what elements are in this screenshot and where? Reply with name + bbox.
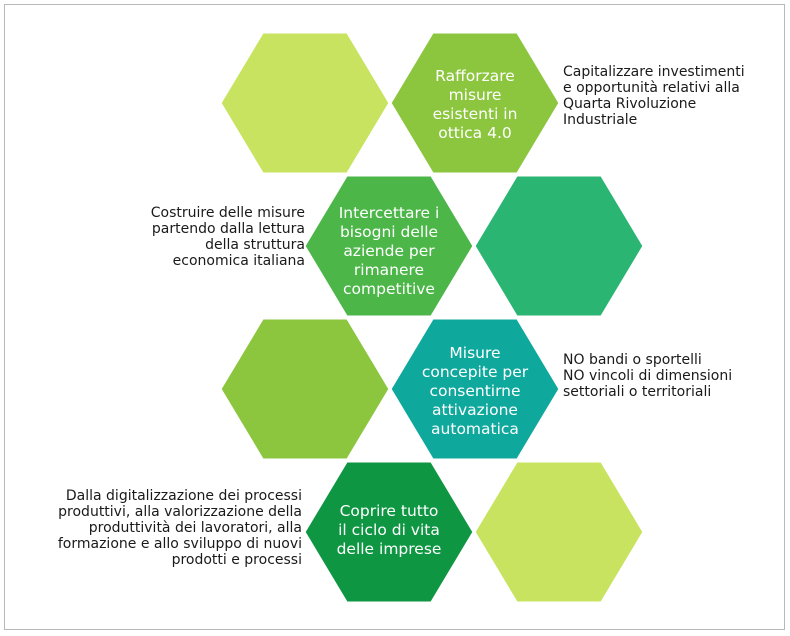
- note-intercettare: Costruire delle misure partendo dalla le…: [150, 205, 305, 269]
- hex-mid-right: [472, 173, 646, 319]
- hex-label-rafforzare: Rafforzare misure esistenti in ottica 4.…: [432, 67, 518, 142]
- hex-top-left: [218, 30, 392, 176]
- hex-mid-left: [218, 316, 392, 462]
- hex-label-coprire: Coprire tutto il ciclo di vita delle imp…: [336, 501, 442, 558]
- hex-bottom-right: [472, 459, 646, 605]
- note-misure: NO bandi o sportelli NO vincoli di dimen…: [563, 352, 733, 400]
- hex-label-misure: Misure concepite per consentirne attivaz…: [421, 343, 529, 438]
- note-coprire: Dalla digitalizzazione dei processi prod…: [57, 488, 302, 568]
- note-rafforzare: Capitalizzare investimenti e opportunità…: [563, 64, 745, 128]
- hex-label-intercettare: Intercettare i bisogni delle aziende per…: [338, 203, 440, 298]
- diagram-frame: [4, 4, 785, 630]
